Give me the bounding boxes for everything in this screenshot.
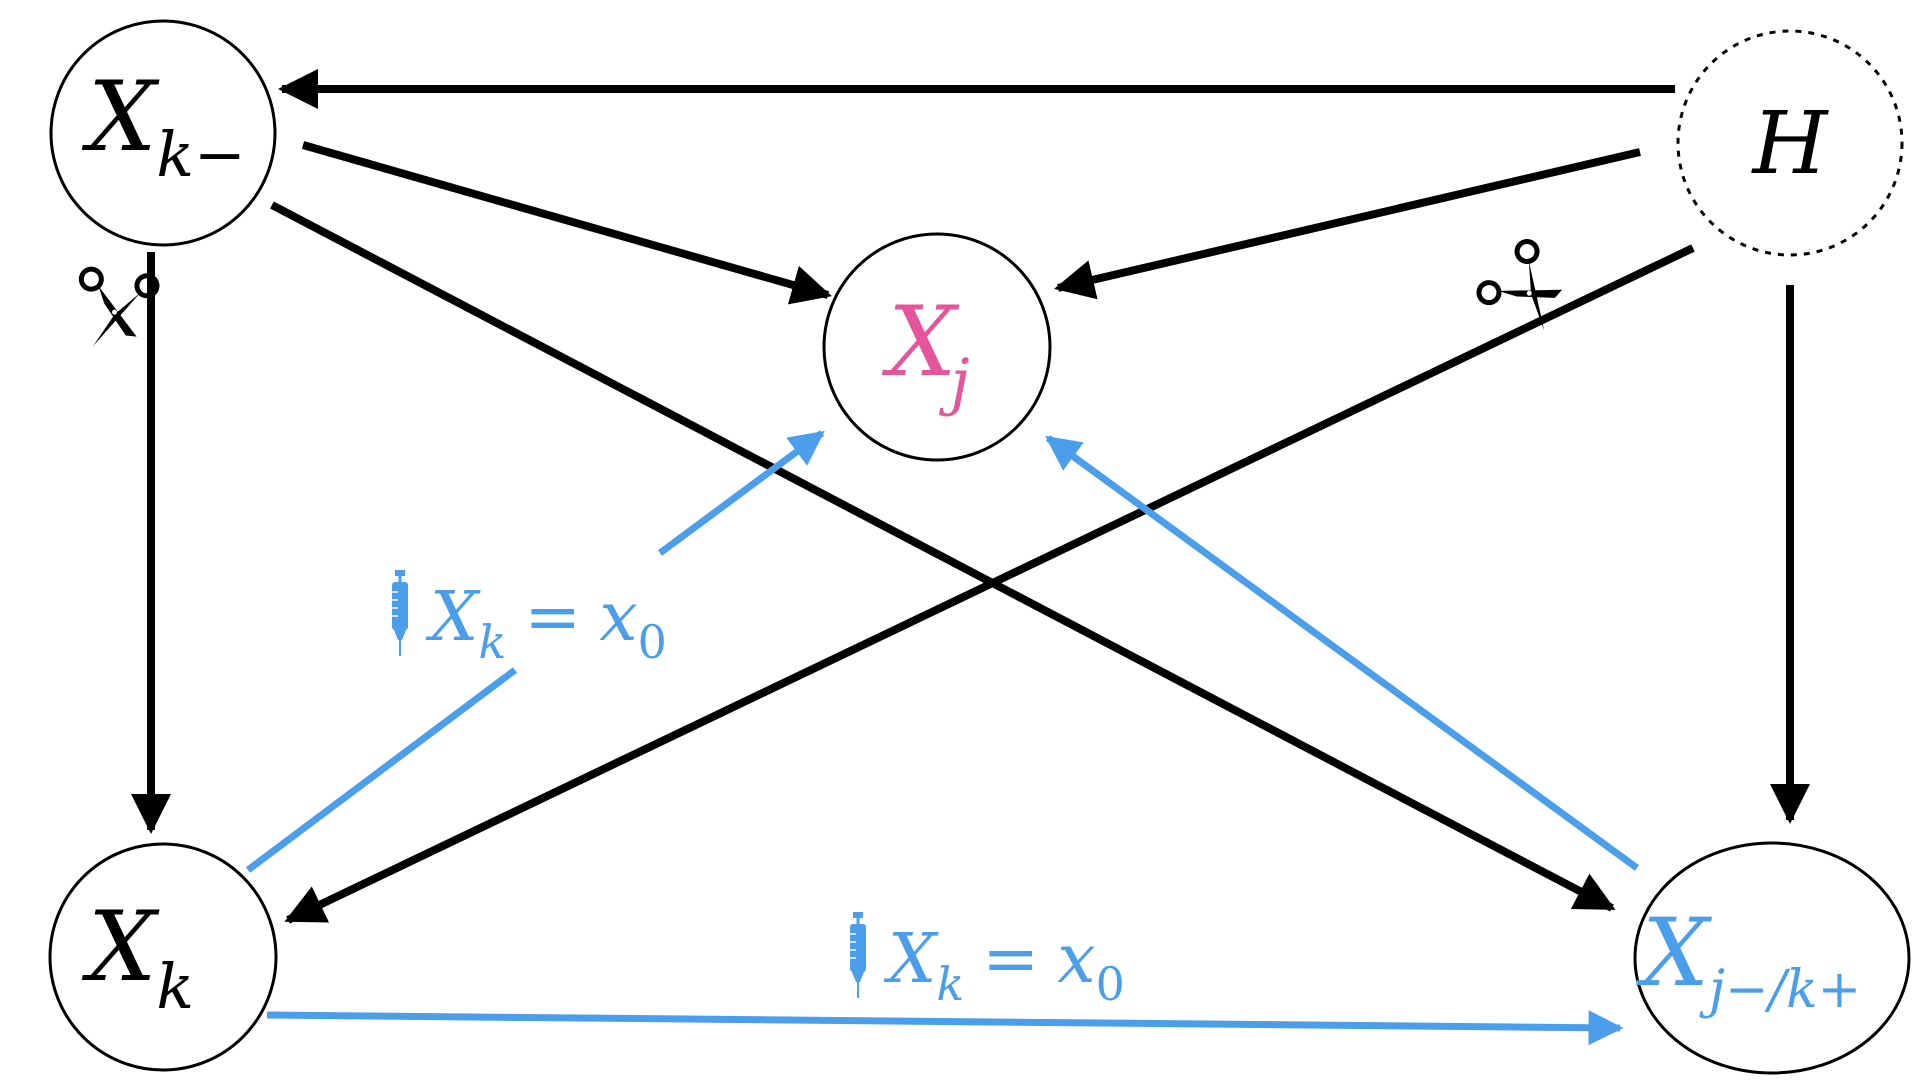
- svg-text:Xk=x0: Xk =x0: [883, 920, 1125, 1011]
- edge-xj-minus-k-plus-to-xj: [1045, 435, 1640, 871]
- intervention-1-var: X: [425, 578, 481, 657]
- node-xk-minus-sub: k−: [156, 118, 246, 191]
- edge-h-to-xj: [1054, 148, 1641, 300]
- edge-xk-minus-to-xj: [301, 141, 832, 305]
- node-xj-circle: [822, 232, 1052, 462]
- node-xj-minus-k-plus: Xj−/k+: [1633, 841, 1911, 1075]
- node-xk: Xk: [48, 842, 278, 1072]
- node-xk-sub: k: [156, 950, 194, 1023]
- node-xk-minus: Xk−: [49, 19, 277, 247]
- intervention-1-value-sub: 0: [638, 615, 667, 669]
- syringe-icon: [849, 911, 867, 999]
- intervention-2-value-sub: 0: [1096, 957, 1125, 1011]
- edge-xk-minus-to-xj-minus-k-plus: [270, 201, 1616, 912]
- node-xj-minus-k-plus-base: X: [1635, 899, 1713, 1008]
- edge-xk-to-xj-upper: [657, 430, 825, 556]
- svg-text:Xk: Xk: [81, 891, 194, 1023]
- node-xk-base: X: [81, 891, 160, 1003]
- intervention-2-equals: =: [982, 920, 1039, 999]
- intervention-1-value: x: [599, 578, 637, 657]
- edge-xk-to-xj-lower: [245, 667, 518, 873]
- intervention-1-var-sub: k: [478, 615, 506, 669]
- node-xj: Xj: [822, 232, 1052, 462]
- svg-text:Xj: Xj: [881, 286, 970, 418]
- svg-text:Xk=x0: Xk =x0: [425, 578, 667, 669]
- edge-h-to-xk: [284, 244, 1695, 924]
- intervention-2-var-sub: k: [936, 957, 964, 1011]
- svg-text:Xj−/k+: Xj−/k+: [1635, 899, 1861, 1020]
- intervention-2-value: x: [1057, 920, 1095, 999]
- black-edges: [131, 69, 1810, 924]
- node-xj-base: X: [881, 286, 960, 398]
- edge-xk-to-xj-minus-k-plus: [266, 1010, 1624, 1046]
- intervention-label-1: Xk =x0: [391, 569, 667, 669]
- node-h: H: [1676, 29, 1904, 257]
- intervention-label-2: Xk =x0: [849, 911, 1125, 1011]
- blue-edges: [245, 430, 1640, 1046]
- node-xk-minus-circle: [49, 19, 277, 247]
- intervention-1-equals: =: [524, 578, 581, 657]
- syringe-icon: [391, 569, 409, 657]
- node-xk-circle: [48, 842, 278, 1072]
- intervention-2-var: X: [883, 920, 939, 999]
- node-xj-minus-k-plus-ellipse: [1633, 841, 1911, 1075]
- scissors-icon: [60, 244, 174, 357]
- svg-text:Xk−: Xk−: [81, 61, 246, 191]
- node-xk-minus-base: X: [81, 61, 160, 173]
- node-h-circle: [1676, 29, 1904, 257]
- node-xj-minus-k-plus-sub: j−/k+: [1699, 960, 1861, 1020]
- node-h-label: H: [1751, 94, 1830, 194]
